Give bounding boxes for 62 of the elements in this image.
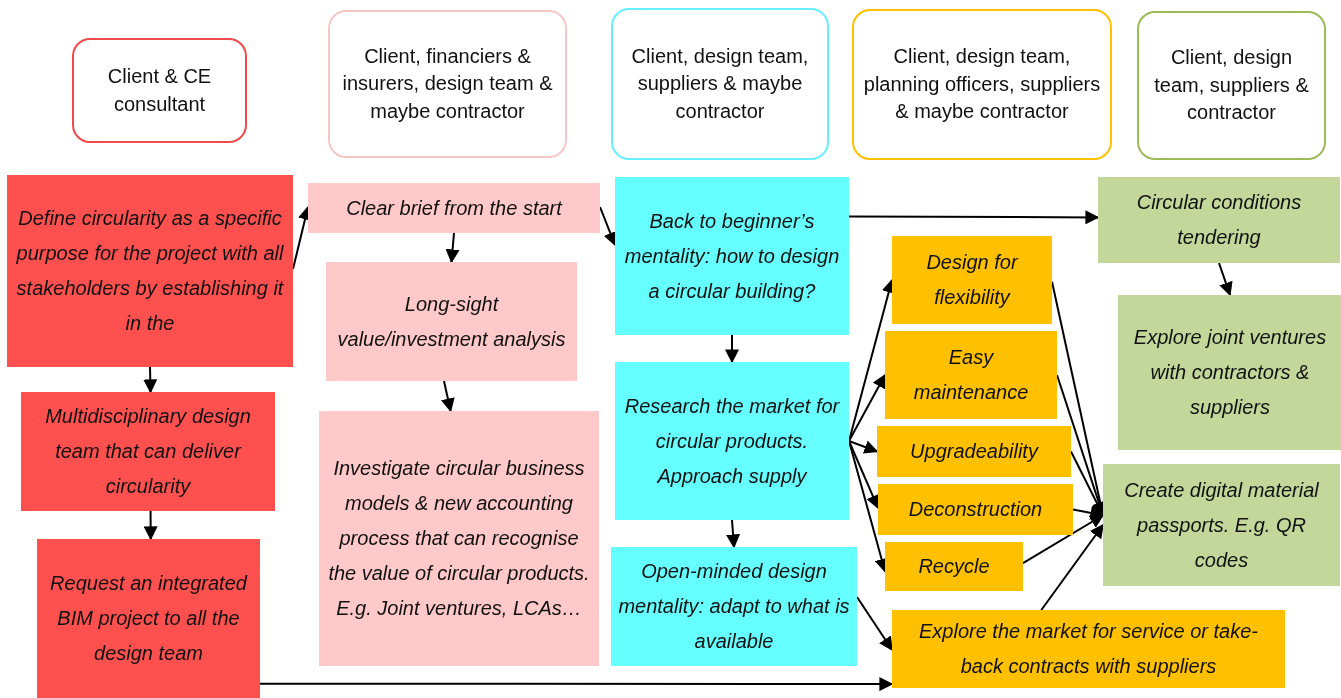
process-box <box>885 331 1057 419</box>
step-text: Deconstruction <box>908 497 1043 522</box>
stakeholder-box <box>852 9 1112 160</box>
step-text: Create digital material passports. E.g. QR codes <box>1123 477 1320 573</box>
process-box <box>892 236 1052 324</box>
process-box <box>877 426 1071 477</box>
arrow <box>856 596 893 651</box>
stakeholder-box <box>72 38 247 143</box>
stakeholder-text: Client, design team, planning officers, suppliers & maybe contractor <box>862 44 1102 125</box>
arrow <box>143 510 158 541</box>
arrow <box>848 440 880 510</box>
process-box <box>1103 464 1340 586</box>
step-text: Multidisciplinary design team that can deliver circularity <box>44 404 252 499</box>
step-text: Research the market for circular products. Approach supply <box>623 393 841 489</box>
stakeholder-text: Client, design team, suppliers & contractor <box>1153 45 1310 126</box>
stakeholder-box <box>611 8 829 160</box>
stakeholder-text: Client, design team, suppliers & maybe contractor <box>630 43 810 124</box>
arrow <box>1040 523 1104 611</box>
process-box <box>326 262 577 381</box>
process-box <box>37 539 260 698</box>
process-box <box>1098 177 1340 263</box>
process-box <box>615 177 849 335</box>
process-box <box>319 411 599 666</box>
step-text: Easy maintenance <box>912 345 1030 405</box>
step-text: Recycle <box>918 554 990 579</box>
step-text: Investigate circular business models & new accounting process that can recognise the value of circular products. E.g. Joint ventures, LCAs… <box>327 456 591 621</box>
process-box <box>1118 295 1341 450</box>
process-box <box>7 175 293 367</box>
arrow <box>599 206 617 247</box>
arrow <box>726 519 741 549</box>
step-text: Design for flexibility <box>925 250 1020 310</box>
stakeholder-text: Client & CE consultant <box>106 63 213 117</box>
arrow <box>725 334 739 364</box>
process-box <box>885 542 1023 591</box>
step-text: Long-sight value/investment analysis <box>336 291 567 352</box>
process-box <box>308 183 600 233</box>
step-text: Explore joint ventures with contractors & suppliers <box>1132 325 1328 420</box>
step-text: Open-minded design mentality: adapt to what is available <box>617 559 851 654</box>
arrow <box>1218 262 1233 297</box>
process-box <box>878 484 1073 535</box>
stakeholder-text: Client, financiers & insurers, design team & maybe contractor <box>341 43 554 124</box>
arrow <box>143 366 158 394</box>
arrow <box>848 373 886 442</box>
step-text: Request an integrated BIM project to all the design team <box>49 571 249 666</box>
stakeholder-box <box>1137 11 1326 160</box>
arrow <box>441 380 455 413</box>
step-text: Back to beginner’s mentality: how to design a circular building? <box>623 208 841 304</box>
step-text: Clear brief from the start <box>346 195 562 221</box>
stakeholder-box <box>328 10 567 158</box>
process-box <box>892 610 1285 688</box>
step-text: Circular conditions tendering <box>1135 190 1303 250</box>
arrow <box>1022 514 1105 565</box>
arrow <box>848 440 879 454</box>
arrow <box>848 210 1100 225</box>
step-text: Explore the market for service or take-back contracts with suppliers <box>918 619 1259 679</box>
step-text: Upgradeability <box>910 439 1038 464</box>
process-box <box>21 392 275 511</box>
arrow <box>445 232 460 264</box>
arrow <box>259 677 894 692</box>
process-box <box>611 547 857 666</box>
step-text: Define circularity as a specific purpose for the project with all stakeholders by establishing it in the <box>15 206 285 336</box>
process-box <box>615 362 849 520</box>
